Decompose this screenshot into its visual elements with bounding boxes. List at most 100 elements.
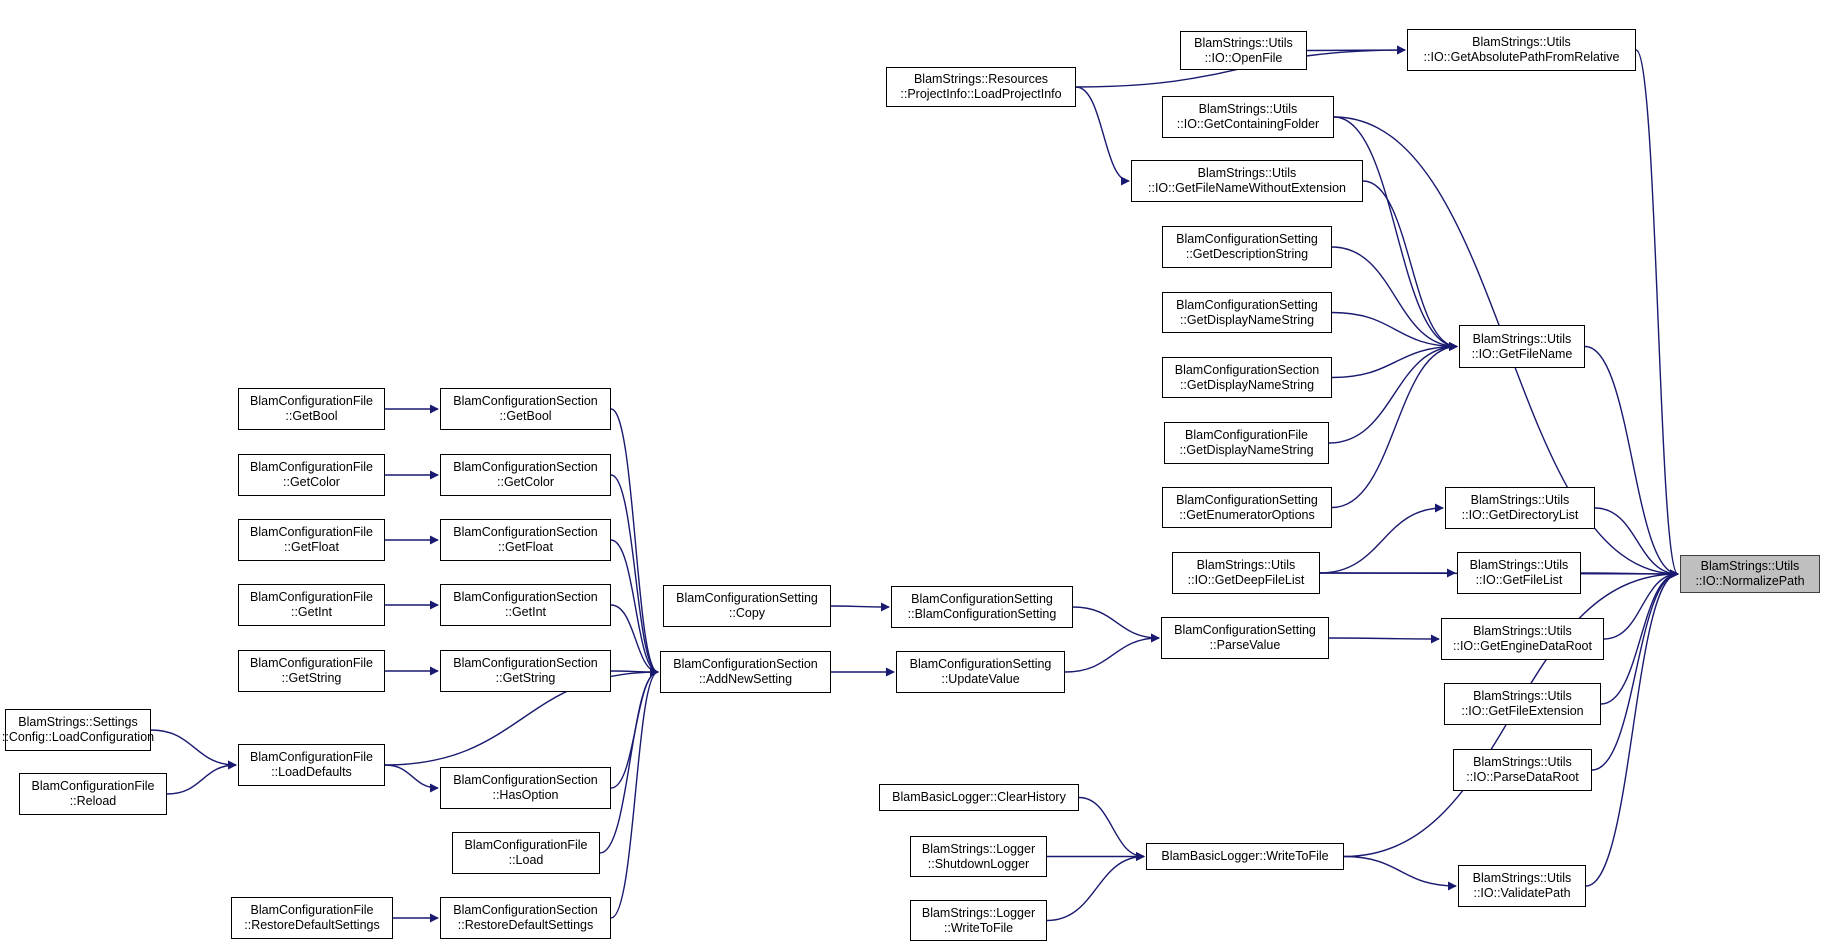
node-label: BlamConfigurationSetting::GetDescription…	[1176, 232, 1318, 262]
node-label: BlamConfigurationFile::GetInt	[250, 590, 373, 620]
node-label-line: BlamConfigurationSetting	[1176, 232, 1318, 246]
graph-node-sec-color[interactable]: BlamConfigurationSection::GetColor	[440, 454, 611, 496]
node-label-line: ::IO::GetDeepFileList	[1187, 573, 1305, 587]
graph-node-disp-section[interactable]: BlamConfigurationSection::GetDisplayName…	[1162, 357, 1332, 398]
node-label-line: BlamConfigurationSection	[453, 656, 598, 670]
graph-node-add-new[interactable]: BlamConfigurationSection::AddNewSetting	[660, 651, 831, 693]
node-label: BlamStrings::Utils::IO::GetDeepFileList	[1188, 558, 1305, 588]
graph-node-sec-string[interactable]: BlamConfigurationSection::GetString	[440, 650, 611, 692]
node-label-line: ::BlamConfigurationSetting	[907, 607, 1057, 621]
graph-node-shutdown[interactable]: BlamStrings::Logger::ShutdownLogger	[910, 836, 1047, 877]
edge-reload-to-load-defaults	[166, 760, 237, 795]
graph-node-file-list[interactable]: BlamStrings::Utils::IO::GetFileList	[1457, 552, 1581, 594]
graph-node-file-color[interactable]: BlamConfigurationFile::GetColor	[238, 454, 385, 496]
node-label-line: BlamConfigurationFile	[250, 903, 374, 917]
graph-node-disp-setting[interactable]: BlamConfigurationSetting::GetDisplayName…	[1162, 292, 1332, 333]
node-label-line: BlamConfigurationSection	[453, 460, 598, 474]
edge-ctor-to-parse-value	[1072, 606, 1160, 643]
node-label-line: ::ProjectInfo::LoadProjectInfo	[900, 87, 1062, 101]
node-label-line: ::GetDisplayNameString	[1179, 377, 1315, 392]
graph-node-sec-hasopt[interactable]: BlamConfigurationSection::HasOption	[440, 767, 611, 809]
node-label-line: BlamConfigurationSetting	[909, 657, 1052, 671]
graph-node-file-load[interactable]: BlamConfigurationFile::Load	[452, 832, 600, 874]
node-label-line: ::IO::NormalizePath	[1695, 574, 1805, 588]
node-label-line: BlamConfigurationFile	[1185, 428, 1308, 442]
graph-node-containing-folder[interactable]: BlamStrings::Utils::IO::GetContainingFol…	[1162, 96, 1334, 138]
graph-node-file-int[interactable]: BlamConfigurationFile::GetInt	[238, 584, 385, 626]
node-label: BlamStrings::Utils::IO::GetFileList	[1470, 558, 1569, 588]
graph-node-clear-history[interactable]: BlamBasicLogger::ClearHistory	[879, 784, 1079, 811]
graph-node-copy[interactable]: BlamConfigurationSetting::Copy	[663, 585, 831, 627]
node-label-line: ::IO::OpenFile	[1204, 50, 1283, 65]
graph-node-file-ext[interactable]: BlamStrings::Utils::IO::GetFileExtension	[1444, 683, 1601, 725]
node-label: BlamConfigurationSetting::UpdateValue	[910, 657, 1052, 687]
graph-node-logger-write[interactable]: BlamBasicLogger::WriteToFile	[1146, 843, 1344, 870]
node-label: BlamStrings::Settings::Config::LoadConfi…	[2, 715, 154, 745]
graph-node-file-string[interactable]: BlamConfigurationFile::GetString	[238, 650, 385, 692]
edge-validate-to-target	[1585, 569, 1679, 887]
graph-node-sec-bool[interactable]: BlamConfigurationSection::GetBool	[440, 388, 611, 430]
graph-node-fname-noext[interactable]: BlamStrings::Utils::IO::GetFileNameWitho…	[1131, 160, 1363, 202]
node-label: BlamStrings::Utils::IO::GetFileName	[1472, 332, 1573, 362]
node-label: BlamConfigurationSection::GetColor	[453, 460, 598, 490]
node-label: BlamConfigurationFile::GetString	[250, 656, 373, 686]
graph-node-dir-list[interactable]: BlamStrings::Utils::IO::GetDirectoryList	[1445, 487, 1595, 529]
graph-node-file-restore[interactable]: BlamConfigurationFile::RestoreDefaultSet…	[231, 897, 393, 939]
graph-node-sec-float[interactable]: BlamConfigurationSection::GetFloat	[440, 519, 611, 561]
node-label-line: ::GetDescriptionString	[1185, 247, 1309, 261]
graph-node-open-file[interactable]: BlamStrings::Utils::IO::OpenFile	[1180, 31, 1307, 70]
node-label-line: ::GetDisplayNameString	[1179, 443, 1314, 457]
graph-node-load-config[interactable]: BlamStrings::Settings::Config::LoadConfi…	[2, 709, 154, 751]
graph-node-parse-root[interactable]: BlamStrings::Utils::IO::ParseDataRoot	[1453, 749, 1592, 791]
node-label: BlamConfigurationFile::GetFloat	[250, 525, 373, 555]
graph-node-file-bool[interactable]: BlamConfigurationFile::GetBool	[238, 388, 385, 430]
graph-node-target[interactable]: BlamStrings::Utils::IO::NormalizePath	[1680, 555, 1820, 593]
graph-node-load-defaults[interactable]: BlamConfigurationFile::LoadDefaults	[238, 744, 385, 786]
graph-node-parse-value[interactable]: BlamConfigurationSetting::ParseValue	[1161, 617, 1329, 659]
graph-node-sec-int[interactable]: BlamConfigurationSection::GetInt	[440, 584, 611, 626]
node-label: BlamConfigurationSection::GetInt	[453, 590, 598, 620]
node-label-line: ::GetString	[281, 671, 342, 685]
graph-node-enum-opts[interactable]: BlamConfigurationSetting::GetEnumeratorO…	[1162, 487, 1332, 528]
node-label: BlamStrings::Utils::IO::GetContainingFol…	[1177, 102, 1319, 132]
graph-node-disp-file[interactable]: BlamConfigurationFile::GetDisplayNameStr…	[1164, 422, 1329, 464]
node-label-line: BlamStrings::Utils	[1472, 871, 1572, 885]
node-label: BlamStrings::Utils::IO::ParseDataRoot	[1466, 755, 1579, 785]
graph-node-update-value[interactable]: BlamConfigurationSetting::UpdateValue	[896, 651, 1065, 693]
edge-dir-list-to-target	[1594, 507, 1679, 579]
edge-logger-write-to-validate	[1343, 855, 1457, 891]
edge-parse-value-to-engine-root	[1328, 634, 1440, 644]
graph-node-sec-restore[interactable]: BlamConfigurationSection::RestoreDefault…	[440, 897, 611, 939]
edge-engine-root-to-target	[1603, 569, 1679, 640]
graph-node-strings-write[interactable]: BlamStrings::Logger::WriteToFile	[910, 900, 1047, 941]
node-label: BlamStrings::Utils::IO::GetAbsolutePathF…	[1424, 35, 1620, 65]
graph-node-get-file-name[interactable]: BlamStrings::Utils::IO::GetFileName	[1459, 325, 1585, 368]
edge-desc-string-to-get-file-name	[1331, 246, 1458, 351]
node-label-line: BlamStrings::Settings	[18, 715, 138, 729]
graph-node-reload[interactable]: BlamConfigurationFile::Reload	[19, 773, 167, 815]
edge-get-abs-to-target	[1635, 49, 1679, 579]
node-label-line: ::RestoreDefaultSettings	[244, 918, 380, 932]
node-label-line: BlamStrings::Utils	[1194, 35, 1293, 50]
node-label-line: ::WriteToFile	[943, 920, 1014, 935]
node-label-line: ::IO::GetEngineDataRoot	[1453, 639, 1592, 653]
graph-node-deep-list[interactable]: BlamStrings::Utils::IO::GetDeepFileList	[1172, 552, 1320, 594]
node-label-line: BlamConfigurationSetting	[1174, 623, 1316, 637]
graph-node-desc-string[interactable]: BlamConfigurationSetting::GetDescription…	[1162, 226, 1332, 268]
node-label-line: ::IO::ParseDataRoot	[1466, 770, 1579, 784]
graph-node-validate[interactable]: BlamStrings::Utils::IO::ValidatePath	[1458, 865, 1586, 907]
graph-node-file-float[interactable]: BlamConfigurationFile::GetFloat	[238, 519, 385, 561]
node-label-line: BlamStrings::Resources	[913, 72, 1049, 86]
node-label-line: BlamStrings::Utils	[1472, 331, 1572, 346]
node-label: BlamStrings::Utils::IO::OpenFile	[1194, 36, 1293, 66]
node-label: BlamConfigurationFile::GetColor	[250, 460, 373, 490]
node-label-line: ::RestoreDefaultSettings	[457, 918, 594, 932]
edge-get-file-name-to-target	[1584, 345, 1679, 579]
graph-node-ctor[interactable]: BlamConfigurationSetting::BlamConfigurat…	[891, 586, 1073, 628]
graph-node-load-project[interactable]: BlamStrings::Resources::ProjectInfo::Loa…	[886, 67, 1076, 107]
graph-node-get-abs[interactable]: BlamStrings::Utils::IO::GetAbsolutePathF…	[1407, 29, 1636, 71]
node-label-line: ::GetDisplayNameString	[1179, 312, 1315, 327]
edge-update-value-to-parse-value	[1064, 633, 1160, 673]
graph-node-engine-root[interactable]: BlamStrings::Utils::IO::GetEngineDataRoo…	[1441, 618, 1604, 660]
node-label-line: BlamStrings::Utils	[1198, 102, 1298, 116]
